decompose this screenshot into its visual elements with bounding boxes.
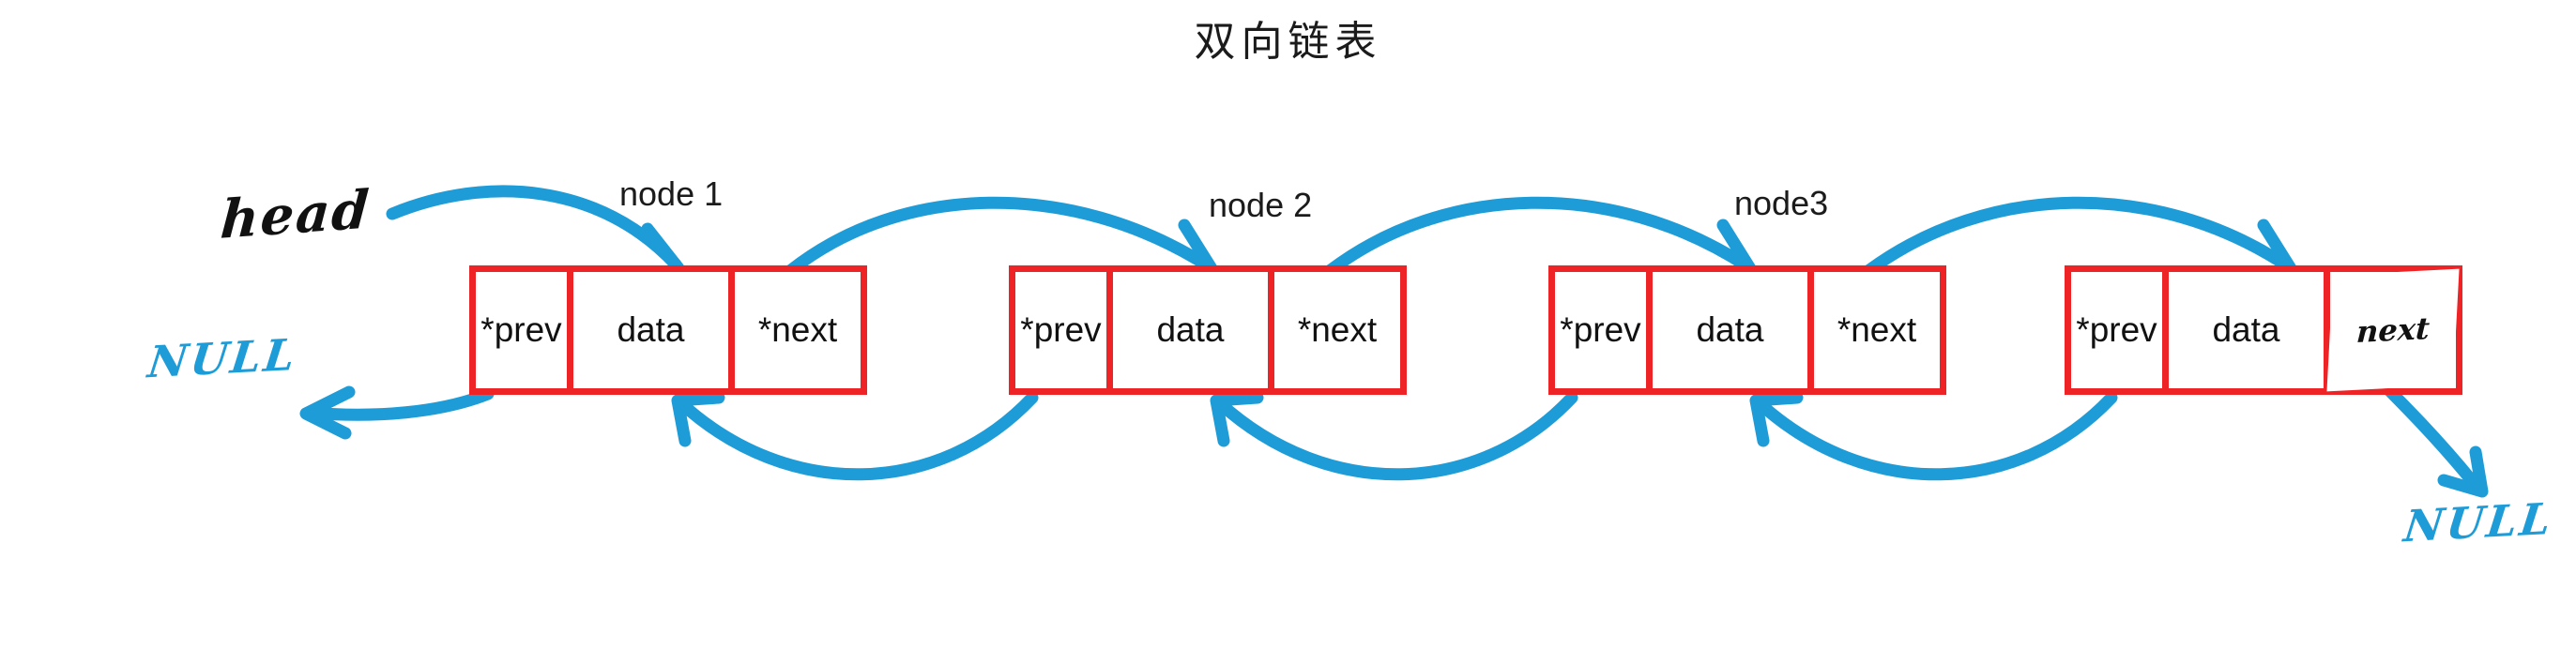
node-3-data-cell: data [1653,272,1814,388]
node-4-prev-cell: *prev [2071,272,2169,388]
arrow-prev-node4-to-node3 [1749,391,2118,481]
page-title: 双向链表 [1194,18,1382,66]
node-1-next-cell: *next [735,272,861,388]
arrow-prev-node3-to-node2 [1210,391,1578,481]
node-box-2: *prev data *next [1009,265,1407,395]
node-1-data-cell: data [573,272,735,388]
null-right-annotation: NULL [2401,492,2557,552]
node-3-prev-cell: *prev [1555,272,1653,388]
node-1-prev-cell: *prev [476,272,573,388]
node-2-prev-cell: *prev [1015,272,1113,388]
node-4-next-cell: next [2326,268,2460,392]
null-left-annotation: NULL [145,328,301,388]
arrow-prev-node2-to-node1 [671,391,1039,481]
node-box-3: *prev data *next [1548,265,1946,395]
head-annotation: head [218,178,373,251]
node-4-data-cell: data [2169,272,2330,388]
node-box-4: *prev data next [2065,265,2462,395]
node-2-data-cell: data [1113,272,1274,388]
node-caption-1: node 1 [619,174,724,213]
node-caption-2: node 2 [1209,186,1313,224]
arrow-prev-node1-to-null [299,385,495,440]
node-2-next-cell: *next [1274,272,1400,388]
node-3-next-cell: *next [1814,272,1940,388]
node-caption-3: node3 [1734,184,1829,222]
node-box-1: *prev data *next [469,265,867,395]
